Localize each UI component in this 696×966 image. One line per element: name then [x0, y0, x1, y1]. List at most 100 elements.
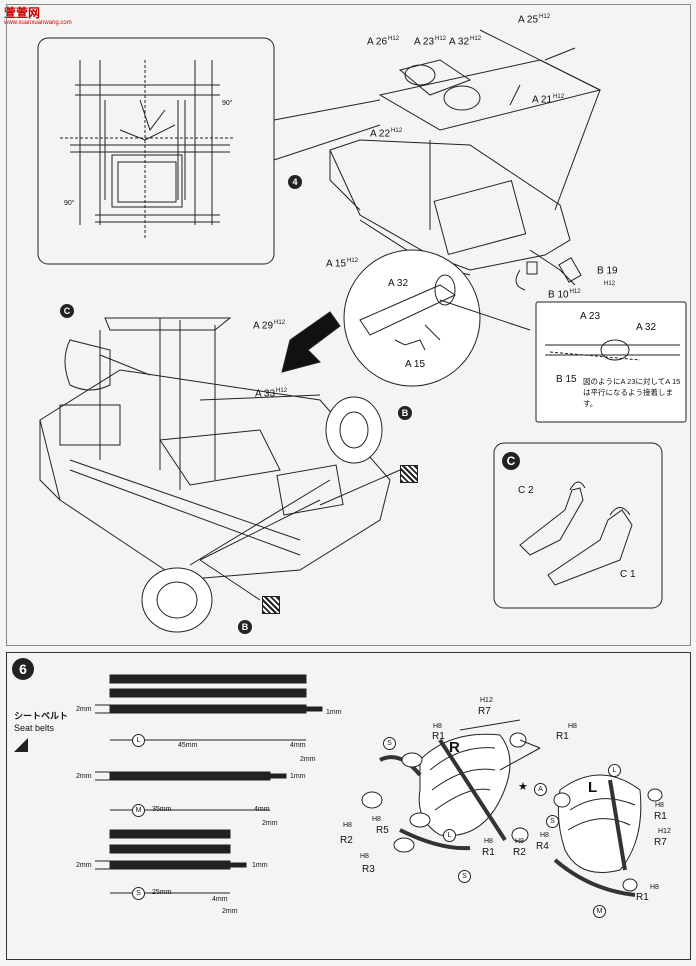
belt-m-tip2: 2mm: [262, 820, 278, 827]
bottom-panel: [6, 652, 691, 960]
part-r5: R5: [376, 825, 389, 836]
callout-b10: B 10H12: [548, 289, 581, 301]
belt-l-code: L: [132, 734, 145, 747]
part-r1-mid: R1: [482, 847, 495, 858]
angle-label-2: 90°: [64, 200, 75, 207]
detail-inset-box: [37, 37, 275, 265]
h8-r2-left: H8: [343, 822, 352, 829]
seat-belts-title-en: Seat belts: [14, 723, 55, 733]
callout-c2: C 2: [518, 485, 534, 496]
box-a32: A 32: [636, 322, 657, 333]
h12-r7-far: H12: [658, 828, 671, 835]
callout-a21: A 21H12: [532, 94, 565, 106]
b-marker-rear: B: [398, 406, 412, 420]
h8-r1-mid: H8: [484, 838, 493, 845]
callout-a15: A 15H12: [326, 258, 359, 270]
belt-s-width: 2mm: [76, 862, 92, 869]
h8-r1-right: H8: [568, 723, 577, 730]
part-r1-top: R1: [432, 731, 445, 742]
callout-a22: A 22H12: [370, 128, 403, 140]
step-4-marker: 4: [288, 175, 302, 189]
callout-a32: A 32H12: [449, 36, 482, 48]
marker-l-mid: L: [443, 829, 456, 842]
detail-a15: A 15: [405, 359, 426, 370]
watermark-logo: 萱萱网: [4, 6, 41, 20]
belt-s-tip2: 2mm: [222, 908, 238, 915]
step-6-marker: 6: [12, 658, 34, 680]
seat-belts-title-jp: シートベルト: [14, 711, 69, 721]
h8-r5: H8: [372, 816, 381, 823]
detail-a32: A 32: [388, 278, 409, 289]
callout-c1: C 1: [620, 569, 636, 580]
belt-l-tip2: 2mm: [300, 756, 316, 763]
c-detail-box: [493, 442, 663, 609]
h8-r3: H8: [360, 853, 369, 860]
belt-s-code: S: [132, 887, 145, 900]
belt-s-end: 1mm: [252, 862, 268, 869]
side-r-label: R: [449, 739, 460, 756]
callout-a33: A 33H12: [255, 388, 288, 400]
part-r4: R4: [536, 841, 549, 852]
part-r1-far: R1: [654, 811, 667, 822]
marker-l-top: L: [608, 764, 621, 777]
detail-circle: [343, 249, 481, 387]
inset-chassis: [60, 60, 235, 240]
h8-r1-top: H8: [433, 723, 442, 730]
b-marker-front: B: [238, 620, 252, 634]
part-r7-far: R7: [654, 837, 667, 848]
lower-chassis: [39, 317, 391, 581]
c-marker: C: [60, 304, 74, 318]
belt-l-tip: 4mm: [290, 742, 306, 749]
belt-m-tip: 4mm: [254, 806, 270, 813]
h8-r1-far: H8: [655, 802, 664, 809]
seats: [361, 719, 663, 897]
side-l-label: L: [588, 779, 598, 796]
callout-a23: A 23H12: [414, 36, 447, 48]
top-panel: [6, 4, 691, 646]
h12-top: H12: [480, 697, 493, 704]
belt-s-tip: 4mm: [212, 896, 228, 903]
belt-s-length: 25mm: [152, 889, 172, 896]
callout-a26: A 26H12: [367, 36, 400, 48]
marker-s-top: S: [383, 737, 396, 750]
h8-r2-mid: H8: [515, 838, 524, 845]
seat-belt-strips: [95, 674, 323, 894]
part-r3: R3: [362, 864, 375, 875]
belt-l-width: 2mm: [76, 706, 92, 713]
star-a: ★: [518, 781, 528, 793]
callout-b19: B 19: [597, 265, 618, 277]
rear-wheel: [325, 396, 383, 464]
direction-arrow: [281, 311, 341, 373]
h8-r1-bottom: H8: [650, 884, 659, 891]
glue-icon-1: [400, 465, 418, 483]
part-r2-mid: R2: [513, 847, 526, 858]
watermark-url: www.xuanxuanwang.com: [4, 20, 72, 26]
part-r1-right: R1: [556, 731, 569, 742]
belt-l-length: 45mm: [178, 742, 198, 749]
part-r2-left: R2: [340, 835, 353, 846]
part-r1-bottom: R1: [636, 892, 649, 903]
upper-chassis: [329, 29, 602, 291]
belt-l-end: 1mm: [326, 709, 342, 716]
box-b15: B 15: [556, 374, 577, 385]
h8-r4: H8: [540, 832, 549, 839]
belt-m-code: M: [132, 804, 145, 817]
marker-s-bottom: S: [458, 870, 471, 883]
c-box-marker: C: [502, 452, 520, 470]
belt-m-width: 2mm: [76, 773, 92, 780]
callout-a25: A 25H12: [518, 14, 551, 26]
box-a23: A 23: [580, 311, 601, 322]
callout-a29: A 29H12: [253, 320, 286, 332]
belt-m-length: 35mm: [152, 806, 172, 813]
angle-label-1: 90°: [222, 100, 233, 107]
marker-s-mid: S: [546, 815, 559, 828]
marker-a: A: [534, 783, 547, 796]
belt-m-end: 1mm: [290, 773, 306, 780]
box-note: 図のようにA 23に対してA 15は平行になるよう接着します。: [583, 377, 681, 408]
glue-icon-2: [262, 596, 280, 614]
marker-m: M: [593, 905, 606, 918]
callout-h12: H12: [604, 281, 616, 287]
front-wheel: [141, 567, 213, 633]
part-r7-right: R7: [478, 706, 491, 717]
